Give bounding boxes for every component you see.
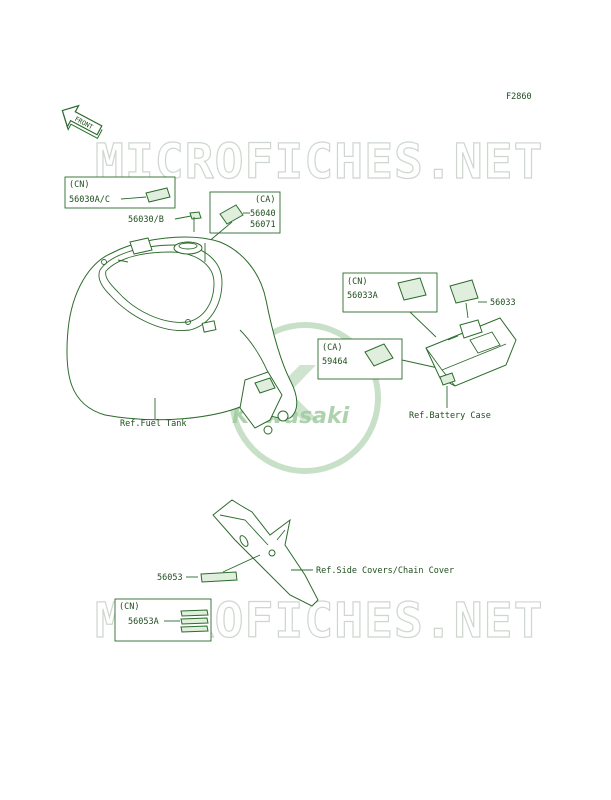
decal-56053 xyxy=(200,571,238,583)
cn-tag-3: (CN) xyxy=(119,602,139,612)
battery-case xyxy=(425,317,517,387)
ref-side-covers: Ref.Side Covers/Chain Cover xyxy=(316,566,454,576)
label-56040: 56040 xyxy=(250,209,276,219)
label-56033: 56033 xyxy=(490,298,516,308)
front-arrow-icon: FRONT xyxy=(61,104,103,139)
label-56053: 56053 xyxy=(157,573,183,583)
label-56030b: 56030/B xyxy=(128,215,164,225)
fuel-tank xyxy=(66,236,298,435)
callout-ca-59464: (CA) 59464 xyxy=(317,338,403,380)
ref-battery-case: Ref.Battery Case xyxy=(409,411,491,421)
cn-tag-2: (CN) xyxy=(347,277,367,287)
callout-ca-56040: (CA) 56040 56071 xyxy=(209,191,281,234)
label-59464: 59464 xyxy=(322,357,348,367)
cn-tag-1: (CN) xyxy=(69,180,89,190)
ca-tag-1: (CA) xyxy=(255,195,275,205)
decal-56033 xyxy=(449,279,479,304)
label-56071: 56071 xyxy=(250,220,276,230)
label-56033a: 56033A xyxy=(347,291,378,301)
label-56053a: 56053A xyxy=(128,617,159,627)
figure-code: F2860 xyxy=(506,92,532,102)
callout-cn-56030ac: (CN) 56030A/C xyxy=(64,176,176,209)
label-56030ac: 56030A/C xyxy=(69,195,110,205)
callout-cn-56053a: (CN) 56053A xyxy=(114,598,212,642)
side-cover xyxy=(212,499,319,607)
ref-fuel-tank: Ref.Fuel Tank xyxy=(120,419,187,429)
callout-cn-56033a: (CN) 56033A xyxy=(342,272,438,313)
ca-tag-2: (CA) xyxy=(322,343,342,353)
decal-56030b xyxy=(189,211,202,220)
